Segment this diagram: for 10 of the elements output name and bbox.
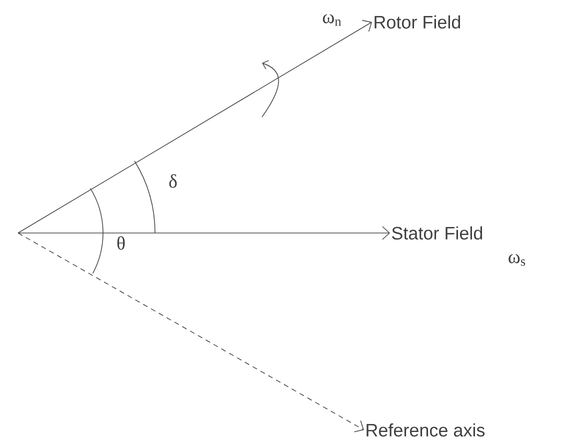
symbol-label: ω$_{s}$ xyxy=(508,254,526,266)
symbol-label: ω$_{n}$ xyxy=(322,14,342,26)
field-label: Stator Field xyxy=(392,226,482,240)
field-label: Rotor Field xyxy=(374,15,460,29)
symbol-label: δ xyxy=(169,174,177,188)
field-label: Reference axis xyxy=(366,423,485,437)
symbol-label: θ xyxy=(117,236,125,250)
vector-arrow xyxy=(18,232,364,432)
vector-arrow xyxy=(18,226,390,240)
vector-arrow xyxy=(18,20,372,234)
